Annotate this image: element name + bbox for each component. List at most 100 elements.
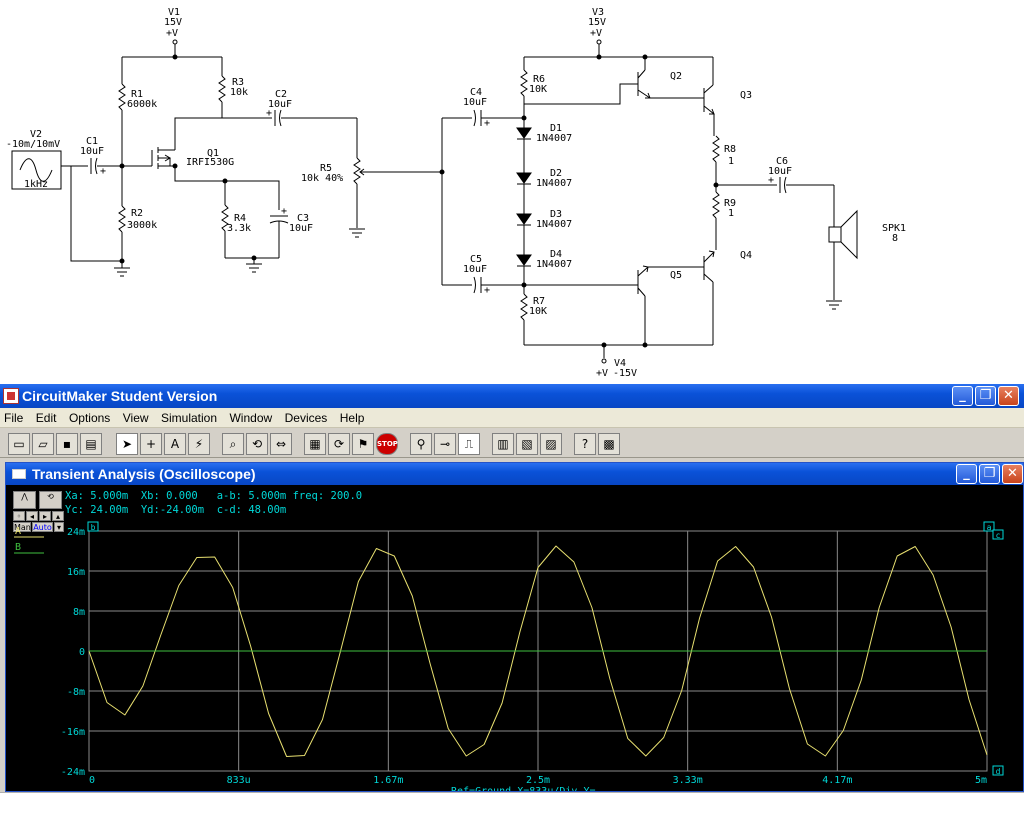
probe-tool-icon[interactable]: ⚡ xyxy=(188,433,210,455)
q4-transistor[interactable]: Q4 xyxy=(703,250,752,345)
print-icon[interactable]: ▤ xyxy=(80,433,102,455)
grid-icon[interactable]: ▥ xyxy=(492,433,514,455)
r7-resistor[interactable]: R7 10K xyxy=(520,285,547,345)
menu-devices[interactable]: Devices xyxy=(284,411,328,425)
mirror-icon[interactable]: ⇔ xyxy=(270,433,292,455)
new-file-icon[interactable]: ▭ xyxy=(8,433,30,455)
man-button[interactable]: Man xyxy=(13,522,31,532)
circuit-schematic[interactable]: V1 15V +V R1 6000k R3 10k V2 -10m/10mV 1… xyxy=(0,0,1024,384)
x-tick-label: 1.67m xyxy=(373,775,403,786)
v1-name: V1 xyxy=(168,7,180,18)
menu-edit[interactable]: Edit xyxy=(35,411,57,425)
window-icon xyxy=(12,469,26,479)
x-tick-label: 4.17m xyxy=(822,775,852,786)
trace-icon[interactable]: ⊸ xyxy=(434,433,456,455)
v3-symbol: +V xyxy=(590,28,602,39)
r7-value: 10K xyxy=(529,306,547,317)
scroll-up-icon[interactable]: ▴ xyxy=(52,511,64,521)
text-tool-icon[interactable]: A xyxy=(164,433,186,455)
r5-potentiometer[interactable]: R5 10k 40% xyxy=(301,118,365,228)
q3-transistor[interactable]: Q3 xyxy=(703,57,752,136)
c3-plus: + xyxy=(281,206,287,217)
d3-diode[interactable]: D3 1N4007 xyxy=(516,209,572,255)
step-icon[interactable]: ⚑ xyxy=(352,433,374,455)
menu-window[interactable]: Window xyxy=(229,411,273,425)
measure-cursor-icon[interactable]: ⋀ xyxy=(13,491,36,509)
v4-symbol: +V xyxy=(596,368,608,379)
d1-diode[interactable]: D1 1N4007 xyxy=(516,118,572,173)
menu-file[interactable]: File xyxy=(4,411,24,425)
d1-name: D1 xyxy=(550,123,562,134)
scope-maximize-button[interactable]: ❐ xyxy=(979,464,1000,484)
scope-close-button[interactable]: ✕ xyxy=(1002,464,1023,484)
zoom-icon[interactable]: ⌕ xyxy=(222,433,244,455)
stop-icon[interactable]: STOP xyxy=(376,433,398,455)
d2-diode[interactable]: D2 1N4007 xyxy=(516,168,572,214)
trace-label-a[interactable]: A xyxy=(15,526,21,537)
r4-resistor[interactable]: R4 3.3k xyxy=(221,181,251,258)
scroll-down-icon[interactable]: ▾ xyxy=(54,522,64,532)
scope-minimize-button[interactable]: _ xyxy=(956,464,977,484)
app-titlebar[interactable]: CircuitMaker Student Version _ ❐ ✕ xyxy=(0,384,1024,408)
about-icon[interactable]: ▩ xyxy=(598,433,620,455)
v4-supply[interactable]: V4 +V -15V xyxy=(596,345,637,379)
speaker-spk1[interactable]: SPK1 8 xyxy=(828,185,906,300)
digital-icon[interactable]: ▦ xyxy=(304,433,326,455)
spk1-name: SPK1 xyxy=(882,223,906,234)
menu-options[interactable]: Options xyxy=(68,411,111,425)
q1-mosfet[interactable]: Q1 IRFI530G xyxy=(151,147,234,169)
restore-button[interactable]: ❐ xyxy=(975,386,996,406)
scroll-right-icon[interactable]: ▸ xyxy=(39,511,51,521)
library-icon[interactable]: ▨ xyxy=(540,433,562,455)
c3-capacitor[interactable]: + C3 10uF xyxy=(269,206,313,258)
menu-help[interactable]: Help xyxy=(339,411,365,425)
r1-resistor[interactable]: R1 6000k xyxy=(118,57,157,166)
r3-resistor[interactable]: R3 10k xyxy=(218,57,248,118)
cursor-d[interactable] xyxy=(992,765,1004,776)
arrow-tool-icon[interactable]: ➤ xyxy=(116,433,138,455)
q2-transistor[interactable]: Q2 xyxy=(637,57,704,99)
c2-capacitor[interactable]: C2 10uF + xyxy=(222,89,357,127)
c5-capacitor[interactable]: C5 10uF + xyxy=(442,254,524,296)
q5-transistor[interactable]: Q5 xyxy=(637,265,704,345)
reset-icon[interactable]: ⟳ xyxy=(328,433,350,455)
scope-titlebar[interactable]: Transient Analysis (Oscilloscope) _ ❐ ✕ xyxy=(6,463,1023,485)
wire-tool-icon[interactable]: + xyxy=(140,433,162,455)
zoom-out-icon[interactable]: ◦ xyxy=(13,511,25,521)
parts-icon[interactable]: ▧ xyxy=(516,433,538,455)
trace-label-b[interactable]: B xyxy=(15,542,21,553)
probe-icon[interactable]: ⚲ xyxy=(410,433,432,455)
help-icon[interactable]: ? xyxy=(574,433,596,455)
minimize-button[interactable]: _ xyxy=(952,386,973,406)
menu-simulation[interactable]: Simulation xyxy=(161,411,218,425)
rotate-icon[interactable]: ⟲ xyxy=(246,433,268,455)
r9-resistor[interactable]: R9 1 xyxy=(712,191,736,250)
scope-title: Transient Analysis (Oscilloscope) xyxy=(32,466,256,482)
d4-diode[interactable]: D4 1N4007 xyxy=(516,249,572,285)
save-icon[interactable]: ▪ xyxy=(56,433,78,455)
r2-resistor[interactable]: R2 3000k xyxy=(118,166,157,268)
v2-source[interactable]: V2 -10m/10mV 1kHz xyxy=(6,129,62,190)
c4-capacitor[interactable]: C4 10uF + xyxy=(442,87,524,129)
waveform-icon[interactable]: ⎍ xyxy=(458,433,480,455)
r6-resistor[interactable]: R6 10K xyxy=(520,57,547,118)
scope-footer: Ref=Ground X=833u/Div Y= xyxy=(451,786,596,791)
scroll-left-icon[interactable]: ◂ xyxy=(26,511,38,521)
cursor-a[interactable] xyxy=(983,521,995,532)
cursor-b[interactable] xyxy=(87,521,99,532)
c6-capacitor[interactable]: C6 10uF + xyxy=(716,156,834,194)
open-folder-icon[interactable]: ▱ xyxy=(32,433,54,455)
app-icon[interactable] xyxy=(3,388,19,404)
c1-capacitor[interactable]: C1 10uF + xyxy=(80,136,122,177)
v3-supply[interactable]: V3 15V +V xyxy=(588,7,606,57)
menu-view[interactable]: View xyxy=(122,411,149,425)
close-button[interactable]: ✕ xyxy=(998,386,1019,406)
cursor-c[interactable] xyxy=(992,529,1004,540)
cursor-readout-x: Xa: 5.000m Xb: 0.000 a-b: 5.000m freq: 2… xyxy=(65,490,363,502)
auto-button[interactable]: Auto xyxy=(32,522,53,532)
c5-value: 10uF xyxy=(463,264,487,275)
r6-name: R6 xyxy=(533,74,545,85)
refresh-icon[interactable]: ⟲ xyxy=(39,491,62,509)
v1-supply[interactable]: V1 15V +V xyxy=(164,7,182,57)
